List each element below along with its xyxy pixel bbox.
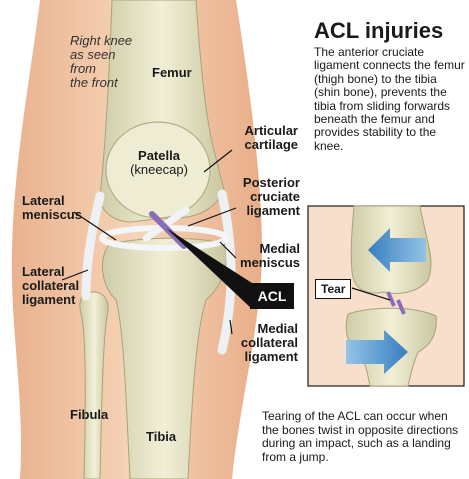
tear-label: Tear <box>315 279 351 299</box>
label-posterior-cruciate-ligament: Posterior cruciate ligament <box>230 176 300 218</box>
footer-caption: Tearing of the ACL can occur when the bo… <box>262 410 466 464</box>
label-lateral-meniscus: Lateral meniscus <box>22 194 82 222</box>
label-femur: Femur <box>152 66 192 80</box>
label-fibula: Fibula <box>70 408 108 422</box>
label-tibia: Tibia <box>146 430 176 444</box>
description-text: The anterior cruciate ligament connects … <box>314 46 466 153</box>
label-medial-meniscus: Medial meniscus <box>236 242 300 270</box>
label-lateral-collateral-ligament: Lateral collateral ligament <box>22 265 79 307</box>
view-caption: Right knee as seen from the front <box>70 34 132 90</box>
label-patella: Patella (kneecap) <box>128 149 190 177</box>
label-articular-cartilage: Articular cartilage <box>226 124 298 152</box>
page-title: ACL injuries <box>314 18 443 44</box>
acl-label: ACL <box>250 283 294 309</box>
label-medial-collateral-ligament: Medial collateral ligament <box>226 322 298 364</box>
